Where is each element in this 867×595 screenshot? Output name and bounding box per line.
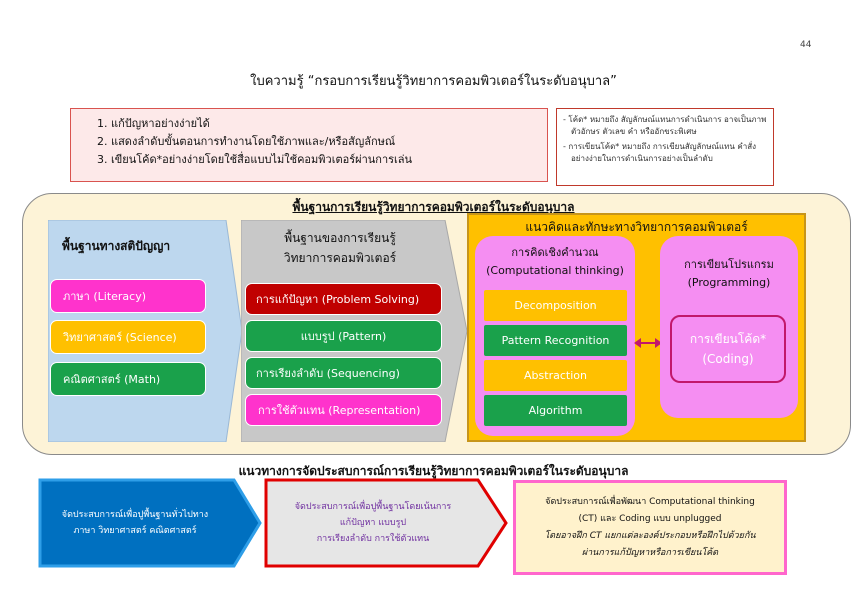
approach2-line1: จัดประสบการณ์เพื่อปูพื้นฐานโดยเน้นการ [294, 502, 452, 512]
ct-title: การคิดเชิงคำนวณ (Computational thinking) [475, 244, 635, 280]
page-number: 44 [800, 40, 812, 50]
approach3-text: จัดประสบการณ์เพื่อพัฒนา Computational th… [516, 483, 784, 572]
decomposition-pill: Decomposition [483, 289, 628, 322]
programming-title-line1: การเขียนโปรแกรม [684, 258, 774, 271]
abstraction-pill: Abstraction [483, 359, 628, 392]
objective-item: แสดงลำดับขั้นตอนการทำงานโดยใช้ภาพและ/หรื… [111, 133, 547, 151]
approach1-line2: ภาษา วิทยาศาสตร์ คณิตศาสตร์ [73, 526, 197, 536]
approach1-arrow [38, 478, 262, 568]
approach2-text: จัดประสบการณ์เพื่อปูพื้นฐานโดยเน้นการ แก… [268, 480, 478, 566]
approach3-line2: (CT) และ Coding แบบ unplugged [578, 513, 722, 524]
objectives-box: แก้ปัญหาอย่างง่ายได้ แสดงลำดับขั้นตอนการ… [70, 108, 548, 182]
representation-pill: การใช้ตัวแทน (Representation) [245, 394, 442, 426]
note-item: - โค้ด* หมายถึง สัญลักษณ์แทนการดำเนินการ… [563, 115, 767, 136]
pattern-recognition-pill: Pattern Recognition [483, 324, 628, 357]
coding-box: การเขียนโค้ด* (Coding) [670, 315, 786, 383]
ct-title-line1: การคิดเชิงคำนวณ [511, 246, 599, 259]
approach-title: แนวทางการจัดประสบการณ์การเรียนรู้วิทยากา… [238, 464, 629, 478]
approach2-arrow [264, 478, 508, 568]
literacy-pill: ภาษา (Literacy) [50, 279, 206, 313]
approach2-line2: แก้ปัญหา แบบรูป [339, 518, 407, 528]
framework-title: พื้นฐานการเรียนรู้วิทยาการคอมพิวเตอร์ในร… [292, 200, 575, 214]
programming-title: การเขียนโปรแกรม (Programming) [660, 256, 798, 292]
objective-item: แก้ปัญหาอย่างง่ายได้ [111, 115, 547, 133]
approach1-line1: จัดประสบการณ์เพื่อปูพื้นฐานทั่วไปทาง [61, 510, 209, 520]
algorithm-pill: Algorithm [483, 394, 628, 427]
approach3-box [513, 480, 787, 575]
math-pill: คณิตศาสตร์ (Math) [50, 362, 206, 396]
sequencing-pill: การเรียงลำดับ (Sequencing) [245, 357, 442, 389]
approach1-text: จัดประสบการณ์เพื่อปูพื้นฐานทั่วไปทาง ภาษ… [40, 480, 230, 566]
ct-title-line2: (Computational thinking) [486, 264, 624, 277]
col2-title-line1: พื้นฐานของการเรียนรู้ [284, 231, 396, 245]
science-pill: วิทยาศาสตร์ (Science) [50, 320, 206, 354]
approach2-line3: การเรียงลำดับ การใช้ตัวแทน [316, 534, 430, 544]
approach3-line3: โดยอาจฝึก CT แยกแต่ละองค์ประกอบหรือฝึกไป… [544, 530, 756, 541]
programming-title-line2: (Programming) [687, 276, 771, 289]
notes-box: - โค้ด* หมายถึง สัญลักษณ์แทนการดำเนินการ… [556, 108, 774, 186]
note-item: - การเขียนโค้ด* หมายถึง การเขียนสัญลักษณ… [563, 142, 757, 163]
col2-title: พื้นฐานของการเรียนรู้ วิทยาการคอมพิวเตอร… [240, 228, 440, 268]
coding-line1: การเขียนโค้ด* [689, 332, 767, 346]
col1-title: พื้นฐานทางสติปัญญา [62, 239, 171, 253]
pattern-pill: แบบรูป (Pattern) [245, 320, 442, 352]
coding-line2: (Coding) [702, 352, 754, 366]
double-arrow-icon [634, 338, 662, 348]
objectives-list: แก้ปัญหาอย่างง่ายได้ แสดงลำดับขั้นตอนการ… [71, 115, 547, 169]
col2-title-line2: วิทยาการคอมพิวเตอร์ [283, 251, 397, 265]
objective-item: เขียนโค้ด*อย่างง่ายโดยใช้สื่อแบบไม่ใช้คอ… [111, 151, 547, 169]
approach3-line1: จัดประสบการณ์เพื่อพัฒนา Computational th… [545, 496, 755, 507]
problem-solving-pill: การแก้ปัญหา (Problem Solving) [245, 283, 442, 315]
approach3-line4: ผ่านการแก้ปัญหาหรือการเขียนโค้ด [581, 547, 719, 558]
page-title: ใบความรู้ “กรอบการเรียนรู้วิทยาการคอมพิว… [250, 74, 617, 89]
col3-title: แนวคิดและทักษะทางวิทยาการคอมพิวเตอร์ [525, 220, 748, 234]
